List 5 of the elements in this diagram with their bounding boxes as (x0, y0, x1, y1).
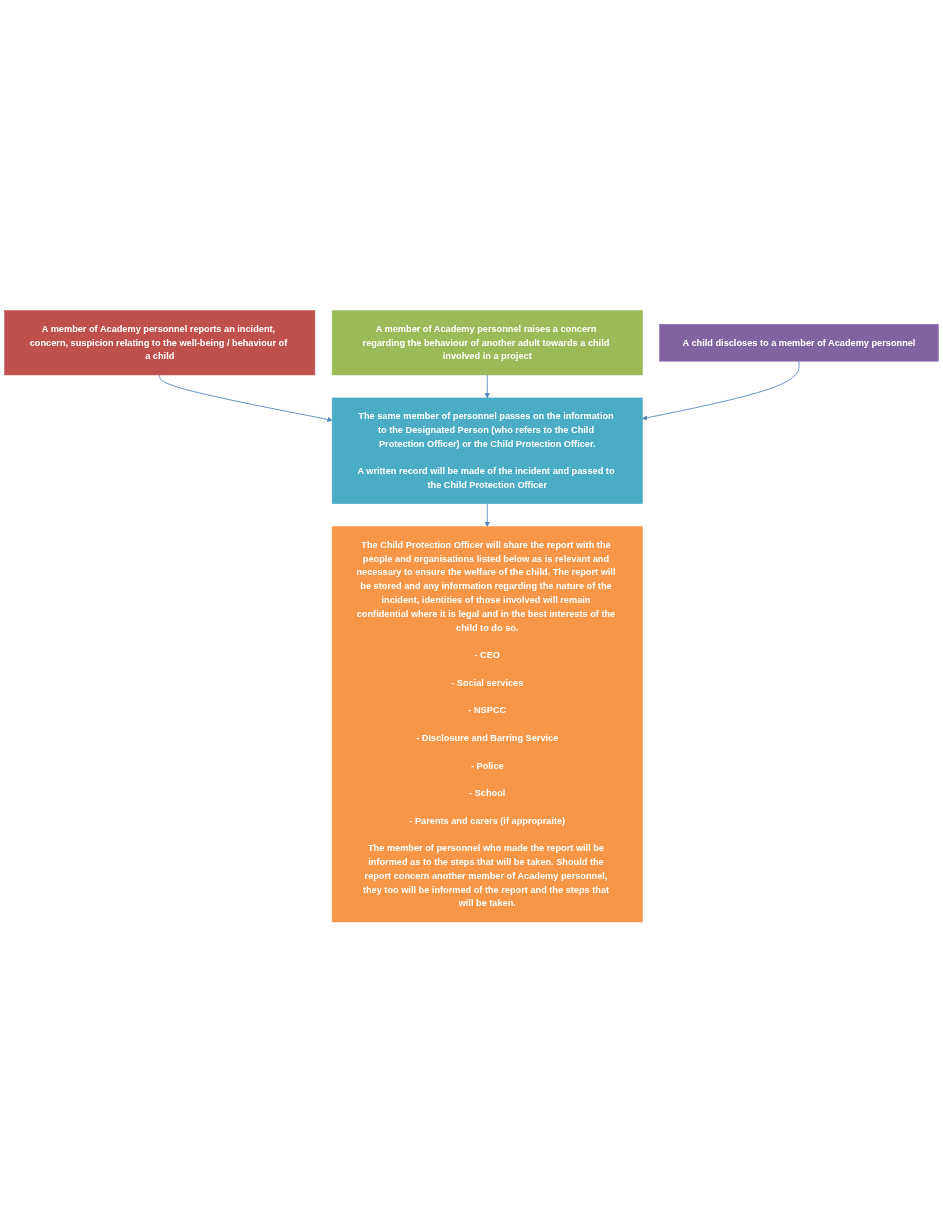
node-box: The same member of personnel passes on the information to the Designated Person (who refers to the Child Protection Officer) or the Child Protection Officer. A written record will be made of the incident and passed to the Child Protection Officer (331, 397, 643, 504)
node-box: A member of Academy personnel raises a concern regarding the behaviour of another adult towards a child involved in a project (331, 310, 643, 375)
node-box: A child discloses to a member of Academy personnel (659, 323, 939, 362)
node-box: The Child Protection Officer will share the report with the people and organisations listed below as is relevant and necessary to ensure the welfare of the child. The report will be stored and any information regarding the nature of the incident, identities of those involved will remain confidential where it is legal and in the best interests of the child to do so. - CEO - Social services - NSPCC - DIsclosure and Barring Service - Police - School - Parents and carers (if appropraite) The member of personnel who made the report will be informed as to the steps that will be taken. Should the report concern another member of Academy personnel, they too will be informed of the report and the steps that will be taken. (331, 526, 643, 922)
node-box: A member of Academy personnel reports an incident, concern, suspicion relating to the well-being / behaviour of a child (4, 310, 316, 375)
